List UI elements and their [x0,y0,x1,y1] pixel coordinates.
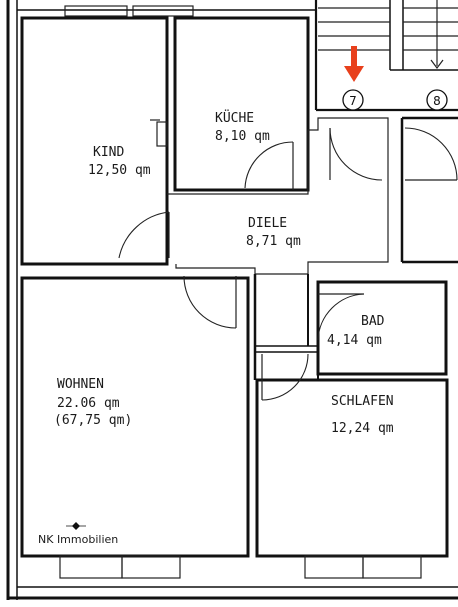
room-kueche-area: 8,10 qm [215,129,270,144]
apartment-marker-right-label: 8 [433,94,441,108]
room-wohnen-area: 22.06 qm [57,396,120,411]
room-wohnen-area-total: (67,75 qm) [54,413,132,428]
room-kind-area: 12,50 qm [88,163,151,178]
doors [118,127,458,401]
room-bad-name: BAD [361,314,385,329]
room-bad-area: 4,14 qm [327,333,382,348]
room-diele-area: 8,71 qm [246,234,301,249]
watermark-text: NK Immobilien [38,533,118,546]
room-diele-name: DIELE [248,216,287,231]
windows [59,5,422,579]
watermark: NK Immobilien [38,522,118,546]
apartment-marker-7: 7 [342,89,364,111]
room-kind-name: KIND [93,145,124,160]
room-schlafen-area: 12,24 qm [331,421,394,436]
entrance-arrow-icon [344,46,364,82]
room-kueche-name: KÜCHE [215,109,254,126]
room-schlafen-name: SCHLAFEN [331,394,394,409]
apartment-marker-left-label: 7 [349,94,357,108]
apartment-marker-8: 8 [426,89,448,111]
walls [6,0,458,600]
room-wohnen-name: WOHNEN [57,377,104,392]
